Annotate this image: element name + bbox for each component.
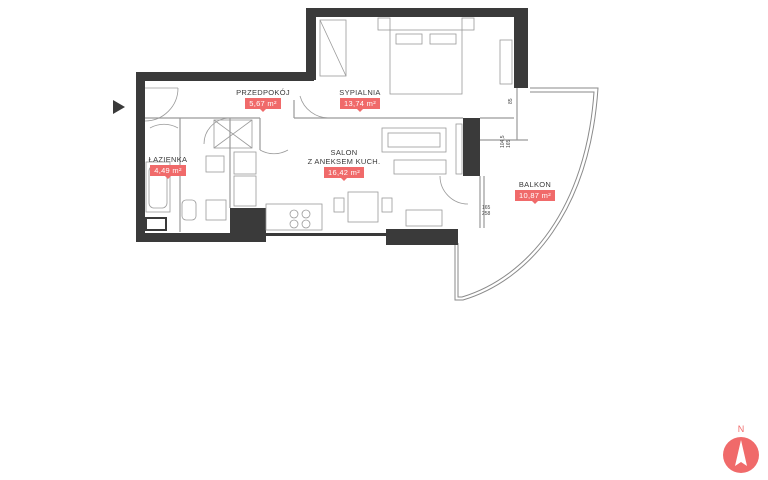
armchair bbox=[405, 209, 443, 227]
sink bbox=[205, 155, 225, 173]
washer bbox=[205, 199, 227, 221]
bedroom-door bbox=[299, 95, 331, 119]
cabinet bbox=[233, 175, 257, 207]
room-name: ŁAZIENKA bbox=[148, 155, 188, 164]
dimension-window-1-small: 85 bbox=[508, 98, 514, 104]
room-label-balkon: BALKON 10,87 m² bbox=[500, 180, 570, 204]
wall-small-bath-block bbox=[145, 217, 167, 231]
living-furniture bbox=[265, 123, 463, 231]
wardrobe-hall bbox=[213, 119, 253, 149]
entrance-arrow-icon bbox=[113, 100, 125, 114]
interior-walls bbox=[145, 88, 528, 232]
toilet bbox=[181, 199, 197, 221]
area-badge: 16,42 m² bbox=[324, 167, 364, 181]
balcony-outline bbox=[454, 87, 599, 301]
wall-bottom-left bbox=[136, 233, 236, 242]
balcony-door bbox=[439, 175, 469, 205]
bathtub bbox=[145, 161, 171, 213]
wardrobe bbox=[319, 19, 347, 77]
kitchen-counter bbox=[265, 203, 323, 231]
room-label-salon: SALON Z ANEKSEM KUCH. 16,42 m² bbox=[296, 148, 392, 181]
desk bbox=[499, 39, 513, 85]
room-name: SALON Z ANEKSEM KUCH. bbox=[307, 148, 381, 166]
area-badge: 5,67 m² bbox=[245, 98, 281, 112]
wall-right-bedroom bbox=[514, 8, 528, 88]
room-name: SYPIALNIA bbox=[339, 88, 381, 97]
compass: N bbox=[721, 424, 761, 476]
room-name: BALKON bbox=[518, 180, 552, 189]
bedroom-furniture bbox=[319, 17, 513, 95]
fridge bbox=[233, 151, 257, 175]
wall-left bbox=[136, 72, 145, 242]
hall-door bbox=[203, 117, 231, 145]
exterior-walls bbox=[136, 8, 528, 245]
doors bbox=[144, 87, 469, 205]
tv-unit bbox=[455, 123, 463, 175]
dimension-window-1: 104,5 165 bbox=[500, 135, 512, 148]
bathroom-door bbox=[149, 123, 179, 129]
bathroom-fixtures bbox=[145, 119, 257, 221]
bed bbox=[389, 29, 463, 95]
chair-2 bbox=[381, 197, 393, 213]
dimension-window-2: 165 258 bbox=[482, 205, 491, 217]
room-label-lazienka: ŁAZIENKA 4,49 m² bbox=[140, 155, 196, 179]
nightstand-right bbox=[461, 17, 475, 31]
area-badge: 13,74 m² bbox=[340, 98, 380, 112]
nightstand-left bbox=[377, 17, 391, 31]
wall-bottom-kitchen bbox=[266, 233, 386, 236]
dining-table bbox=[347, 191, 379, 223]
sofa bbox=[381, 127, 447, 153]
wall-left-bedroom bbox=[306, 8, 316, 80]
room-label-przedpokoj: PRZEDPOKÓJ 5,67 m² bbox=[222, 88, 304, 112]
wall-bottom-kitchen-block bbox=[230, 208, 266, 242]
chair-1 bbox=[333, 197, 345, 213]
room-label-sypialnia: SYPIALNIA 13,74 m² bbox=[324, 88, 396, 112]
wall-column bbox=[463, 118, 480, 176]
entry-door bbox=[144, 87, 179, 122]
area-badge: 4,49 m² bbox=[150, 165, 186, 179]
coffee-table bbox=[393, 159, 447, 175]
wall-top-hall bbox=[136, 72, 314, 81]
wall-bottom-right bbox=[386, 229, 458, 245]
kitchen-door bbox=[259, 149, 289, 155]
area-badge: 10,87 m² bbox=[515, 190, 555, 204]
wall-top-bedroom bbox=[306, 8, 528, 17]
compass-letter: N bbox=[737, 424, 745, 434]
north-arrow-icon bbox=[723, 437, 759, 473]
room-name: PRZEDPOKÓJ bbox=[236, 88, 290, 97]
